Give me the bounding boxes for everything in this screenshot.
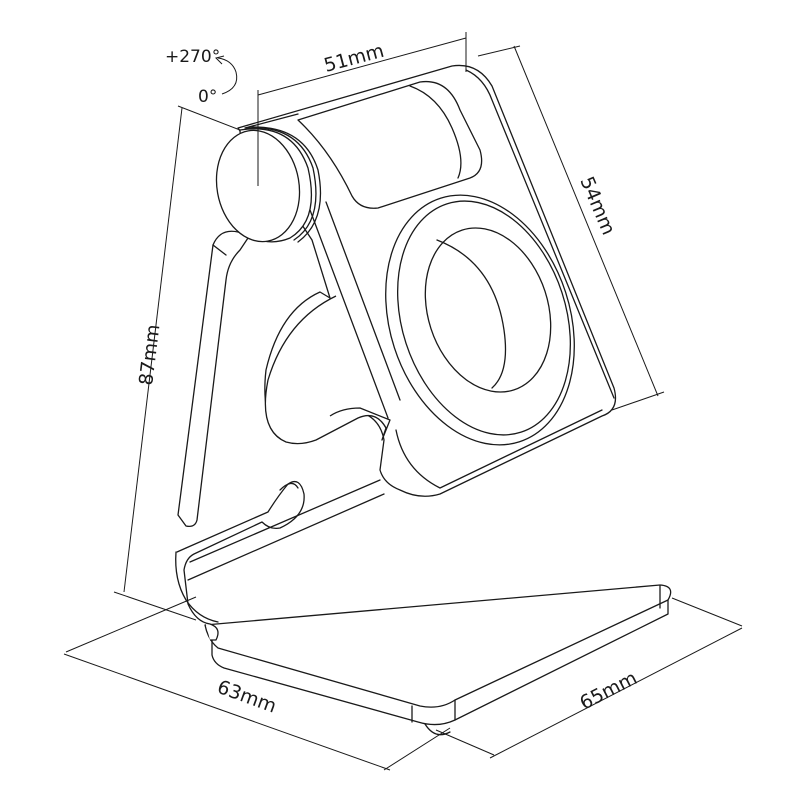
front-lip xyxy=(175,479,385,641)
dimension-label-base-depth: 65mm xyxy=(576,667,641,714)
rear-upright xyxy=(177,230,251,528)
dimension-label-top-width: 51mm xyxy=(322,40,387,77)
dimension-lines xyxy=(63,32,743,771)
dimension-label-total-height: 87mm xyxy=(135,323,164,386)
base-plate xyxy=(204,584,672,736)
rotation-end-label: +270° xyxy=(165,47,220,67)
rotation-indicator xyxy=(215,55,238,95)
main-panel xyxy=(237,64,617,497)
rotate-arrow-icon xyxy=(217,57,238,95)
charging-pad xyxy=(385,194,575,446)
rotation-start-label: 0° xyxy=(198,87,217,107)
dimension-label-pad-height: 54mm xyxy=(575,173,619,238)
